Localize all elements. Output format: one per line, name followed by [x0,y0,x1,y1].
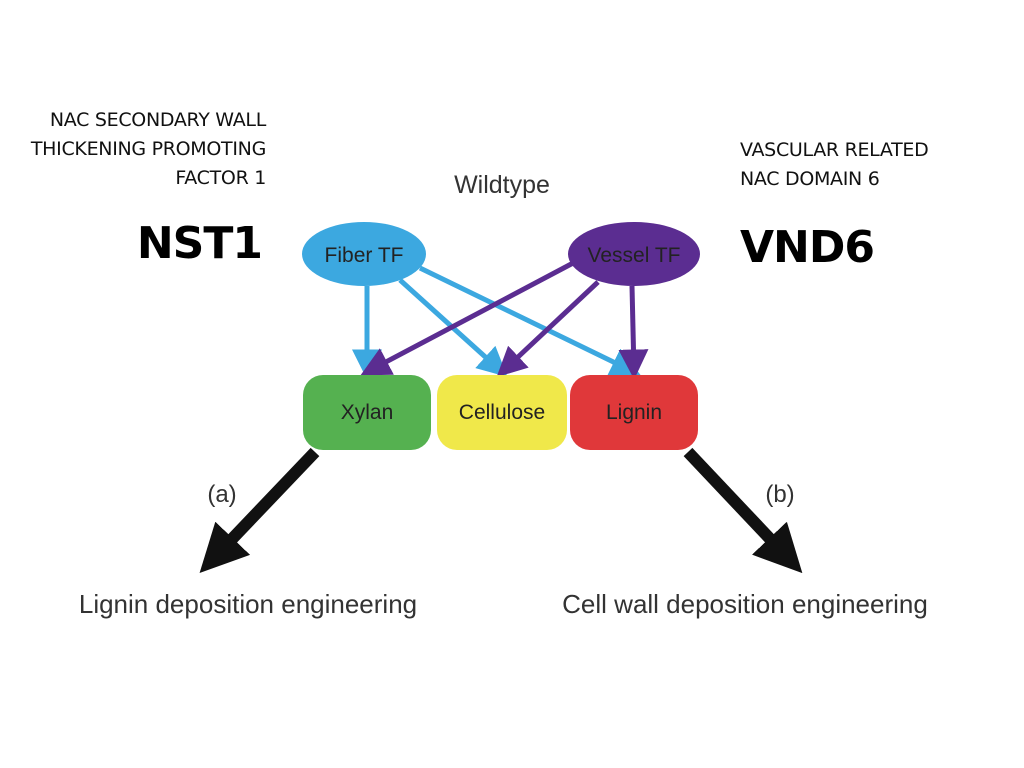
fiber-tf-node [302,222,426,286]
fiber-tf-label: Fiber TF [325,244,404,267]
outcome-b-arrow [683,447,803,574]
nst1-full-name: NAC SECONDARY WALL THICKENING PROMOTING … [0,106,266,193]
edge-group [352,259,649,380]
xylan-label: Xylan [341,401,394,424]
vessel-tf-node [568,222,700,286]
vnd6-name-line: VASCULAR RELATED [740,139,929,161]
nst1-name-line: FACTOR 1 [175,167,266,189]
cellulose-node [437,375,567,450]
nst1-name-line: THICKENING PROMOTING [30,138,266,160]
vessel-to-lignin-edge [618,285,649,380]
nst1-name-line: NAC SECONDARY WALL [49,109,266,131]
vessel-to-xylan-edge [360,259,577,376]
vnd6-name-line: NAC DOMAIN 6 [740,168,880,190]
outcome-a-arrow [199,447,320,574]
outcome-b-marker: (b) [765,481,794,508]
fiber-to-lignin-edge [418,265,641,376]
vessel-tf-label: Vessel TF [588,244,681,267]
lignin-label: Lignin [606,401,662,424]
vessel-to-cellulose-edge [496,280,600,378]
vnd6-full-name: VASCULAR RELATED NAC DOMAIN 6 [740,136,929,194]
vnd6-symbol: VND6 [740,222,875,273]
nst1-symbol: NST1 [136,218,263,269]
outcome-a-marker: (a) [207,481,236,508]
xylan-node [303,375,431,450]
cellulose-label: Cellulose [459,401,545,424]
lignin-node [570,375,698,450]
diagram-title: Wildtype [454,171,550,199]
outcome-a-label: Lignin deposition engineering [79,589,417,619]
outcome-b-label: Cell wall deposition engineering [562,589,928,619]
